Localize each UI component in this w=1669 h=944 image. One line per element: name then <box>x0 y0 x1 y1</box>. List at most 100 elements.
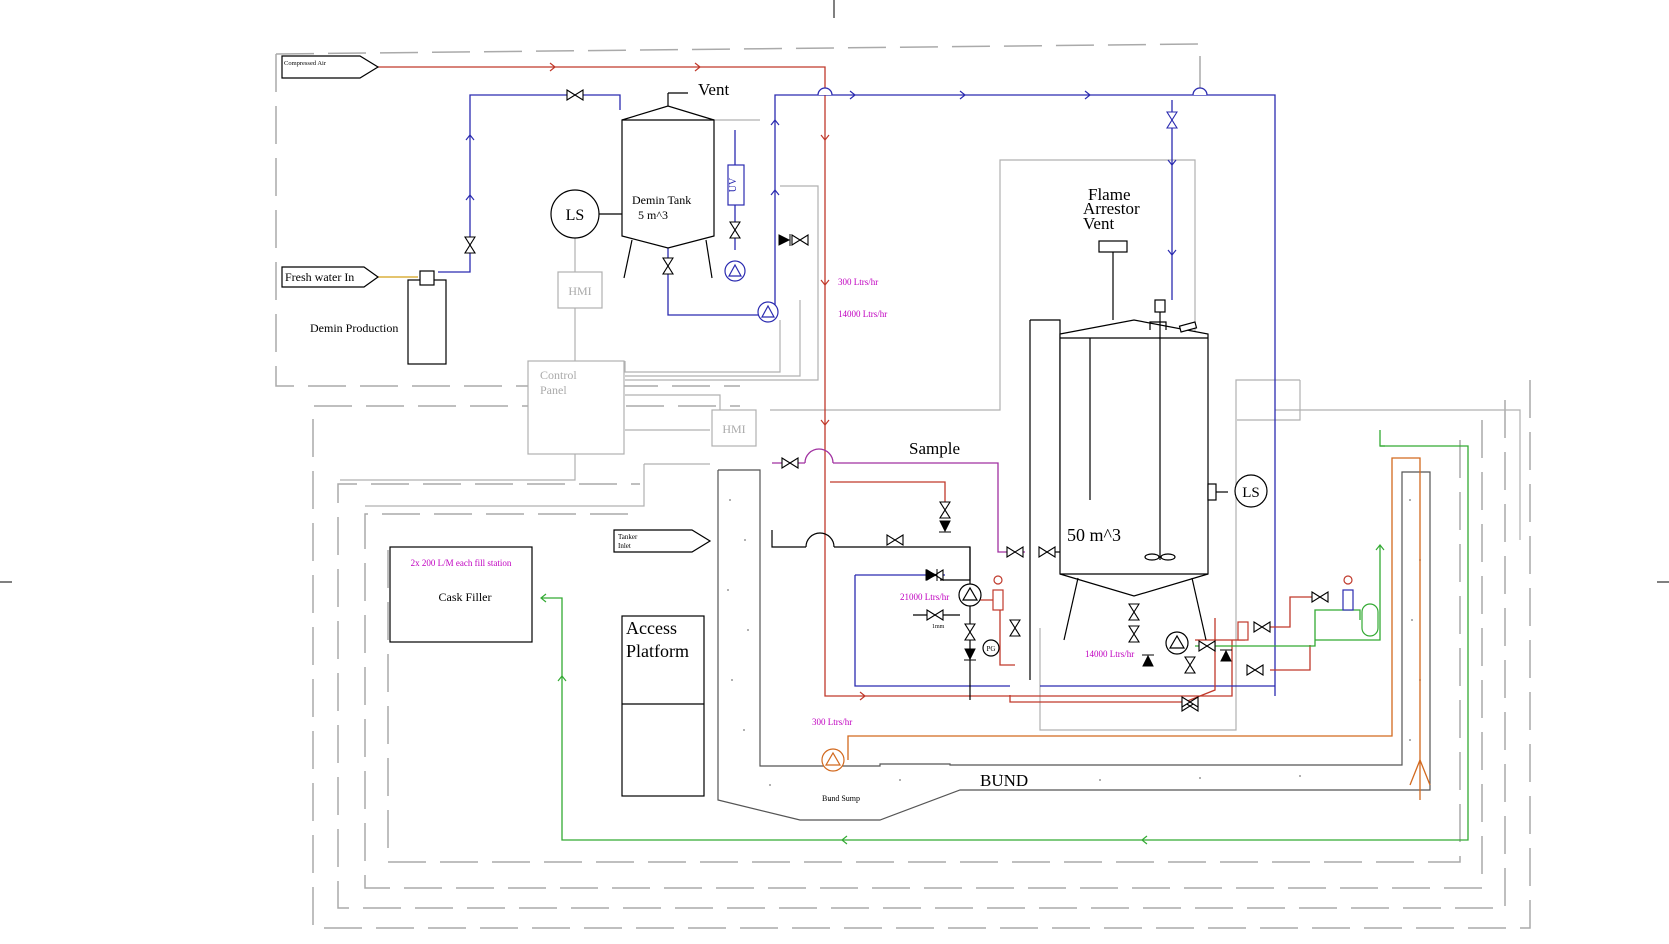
tank-top-fittings <box>1149 321 1198 333</box>
valve <box>1166 111 1178 129</box>
demin-tank-label: Demin Tank <box>632 193 691 207</box>
pressure-gauge-label: PG <box>987 645 996 653</box>
check-valve <box>1220 649 1232 662</box>
uv-unit-label: UV <box>728 177 739 192</box>
demin-water-lines <box>438 94 1276 696</box>
agitator <box>1144 299 1176 561</box>
valves <box>464 89 1329 712</box>
valve <box>464 236 476 254</box>
access-platform-label-2: Platform <box>626 641 689 661</box>
valve <box>1038 546 1056 558</box>
return-flow-arrows <box>540 544 1385 845</box>
small-drain-label: 1mm <box>932 624 945 630</box>
valve <box>1006 546 1024 558</box>
valve <box>662 257 674 275</box>
check-valve <box>964 648 976 661</box>
valve <box>1253 621 1271 633</box>
check-valve <box>778 234 791 246</box>
filter-blue <box>1342 575 1354 611</box>
sample-label: Sample <box>909 439 960 458</box>
bund-sump-label: Bund Sump <box>822 794 860 803</box>
main-tank <box>1059 310 1209 641</box>
valve <box>1311 591 1329 603</box>
crop-marks <box>0 0 1669 583</box>
hmi-box-1 <box>557 271 603 309</box>
compressed-air-line <box>378 66 1233 697</box>
fresh-water-in-tag <box>281 266 380 288</box>
water-flow-arrows <box>465 90 1177 256</box>
hmi-box-1-label: HMI <box>568 284 591 298</box>
demin-level-switch-label: LS <box>566 207 585 224</box>
check-valve <box>925 569 938 581</box>
valve <box>729 221 741 239</box>
sump-pump <box>821 748 845 772</box>
check-valves <box>778 234 1232 667</box>
flame-arrestor-label-3: Vent <box>1083 214 1114 233</box>
cask-filler <box>389 546 533 643</box>
valve <box>1198 640 1216 652</box>
flow-label-14000-top: 14000 Ltrs/hr <box>838 309 887 319</box>
main-tank-level-switch-label: LS <box>1242 485 1260 501</box>
valve <box>964 623 976 641</box>
recirc-pump <box>1165 631 1189 655</box>
cask-filler-label: Cask Filler <box>439 590 492 604</box>
flow-label-300-top: 300 Ltrs/hr <box>838 277 878 287</box>
check-valve <box>939 520 951 533</box>
check-valve <box>1142 654 1154 667</box>
transfer-pump <box>958 583 982 607</box>
sump-line <box>847 457 1431 800</box>
valve <box>886 534 904 546</box>
bund-label: BUND <box>980 771 1028 790</box>
process-lines <box>771 319 1065 700</box>
uv-unit <box>727 164 745 206</box>
control-panel-label-1: Control <box>540 368 577 382</box>
demin-pump-2 <box>757 301 779 323</box>
cask-filler-note: 2x 200 L/M each fill station <box>411 558 512 568</box>
demin-pump-1 <box>724 260 746 282</box>
hmi-box-2-label: HMI <box>722 422 745 436</box>
valve <box>1181 696 1199 708</box>
filter-red-2 <box>1237 621 1249 641</box>
access-platform-label-1: Access <box>626 618 677 638</box>
building-outline <box>275 43 1531 929</box>
valve <box>1184 656 1196 674</box>
tanker-inlet-tag <box>613 529 712 553</box>
flame-arrestor-label-2: Arrestor <box>1083 199 1140 218</box>
valve <box>939 501 951 519</box>
demin-production-unit <box>407 270 447 365</box>
tanker-inlet-label-2: Inlet <box>618 542 631 550</box>
demin-production-label: Demin Production <box>310 321 398 335</box>
main-tank-level-switch <box>1207 474 1268 508</box>
flame-arrestor-label-1: Flame <box>1088 185 1131 204</box>
valve <box>1246 664 1264 676</box>
air-flow-arrows <box>549 62 866 701</box>
bund-area <box>717 469 1431 821</box>
valve <box>781 457 799 469</box>
valve <box>791 234 809 246</box>
compressed-air-label: Compressed Air <box>284 61 326 67</box>
demin-tank-volume: 5 m^3 <box>638 208 668 222</box>
expansion-vessel <box>1361 603 1379 637</box>
compressed-air-tag <box>281 55 380 79</box>
valve <box>1128 603 1140 621</box>
control-panel <box>527 360 625 455</box>
valve <box>1009 619 1021 637</box>
fresh-water-in-label: Fresh water In <box>285 270 354 284</box>
hmi-box-2 <box>711 409 757 447</box>
tanker-inlet-label-1: Tanker <box>618 533 638 541</box>
demin-tank <box>621 92 715 279</box>
flow-label-21000: 21000 Ltrs/hr <box>900 592 949 602</box>
filter-red-1 <box>992 575 1004 611</box>
flow-label-300-bottom: 300 Ltrs/hr <box>812 717 852 727</box>
valve <box>1128 625 1140 643</box>
main-tank-volume: 50 m^3 <box>1067 525 1121 545</box>
valve <box>926 609 944 621</box>
pressure-gauge <box>982 639 1000 657</box>
flow-label-14000-bottom: 14000 Ltrs/hr <box>1085 649 1134 659</box>
valve <box>566 89 584 101</box>
control-panel-label-2: Panel <box>540 383 567 397</box>
flame-arrestor <box>1098 240 1128 253</box>
return-line <box>542 430 1469 841</box>
line-hops <box>817 87 1208 96</box>
